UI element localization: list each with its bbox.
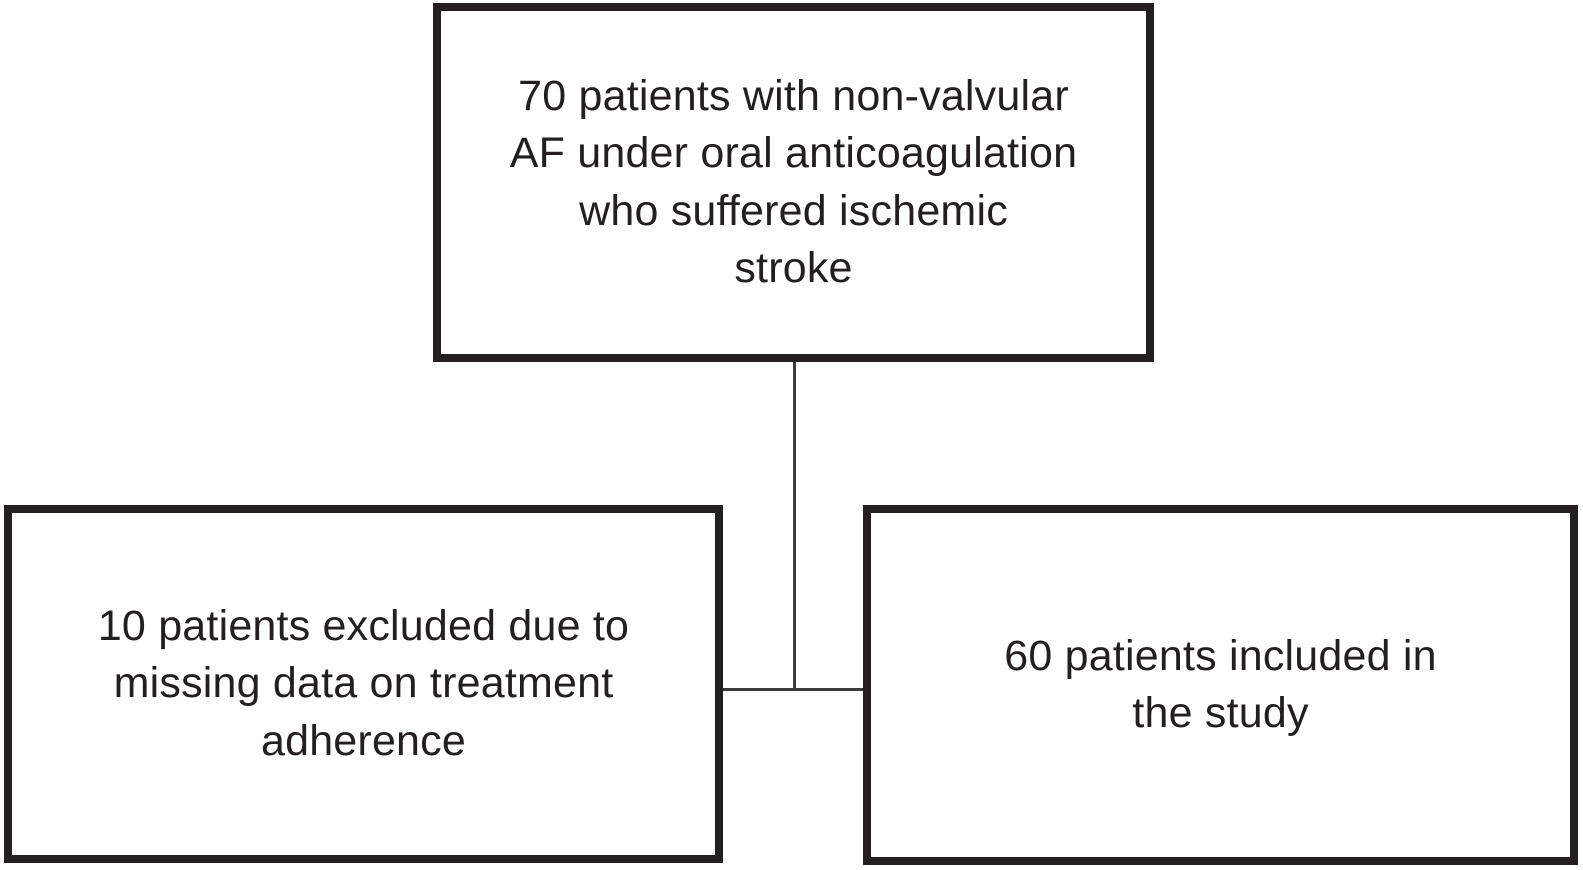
connector-horizontal-line — [723, 688, 863, 691]
connector-vertical-line — [793, 362, 796, 690]
node-included-patients: 60 patients included in the study — [863, 505, 1578, 865]
node-total-cohort: 70 patients with non-valvular AF under o… — [433, 3, 1154, 362]
node-total-cohort-label: 70 patients with non-valvular AF under o… — [509, 72, 1078, 292]
node-included-patients-label: 60 patients included in the study — [1004, 631, 1437, 737]
node-excluded-patients-label: 10 patients excluded due to missing data… — [97, 602, 630, 765]
node-excluded-patients: 10 patients excluded due to missing data… — [4, 505, 723, 863]
